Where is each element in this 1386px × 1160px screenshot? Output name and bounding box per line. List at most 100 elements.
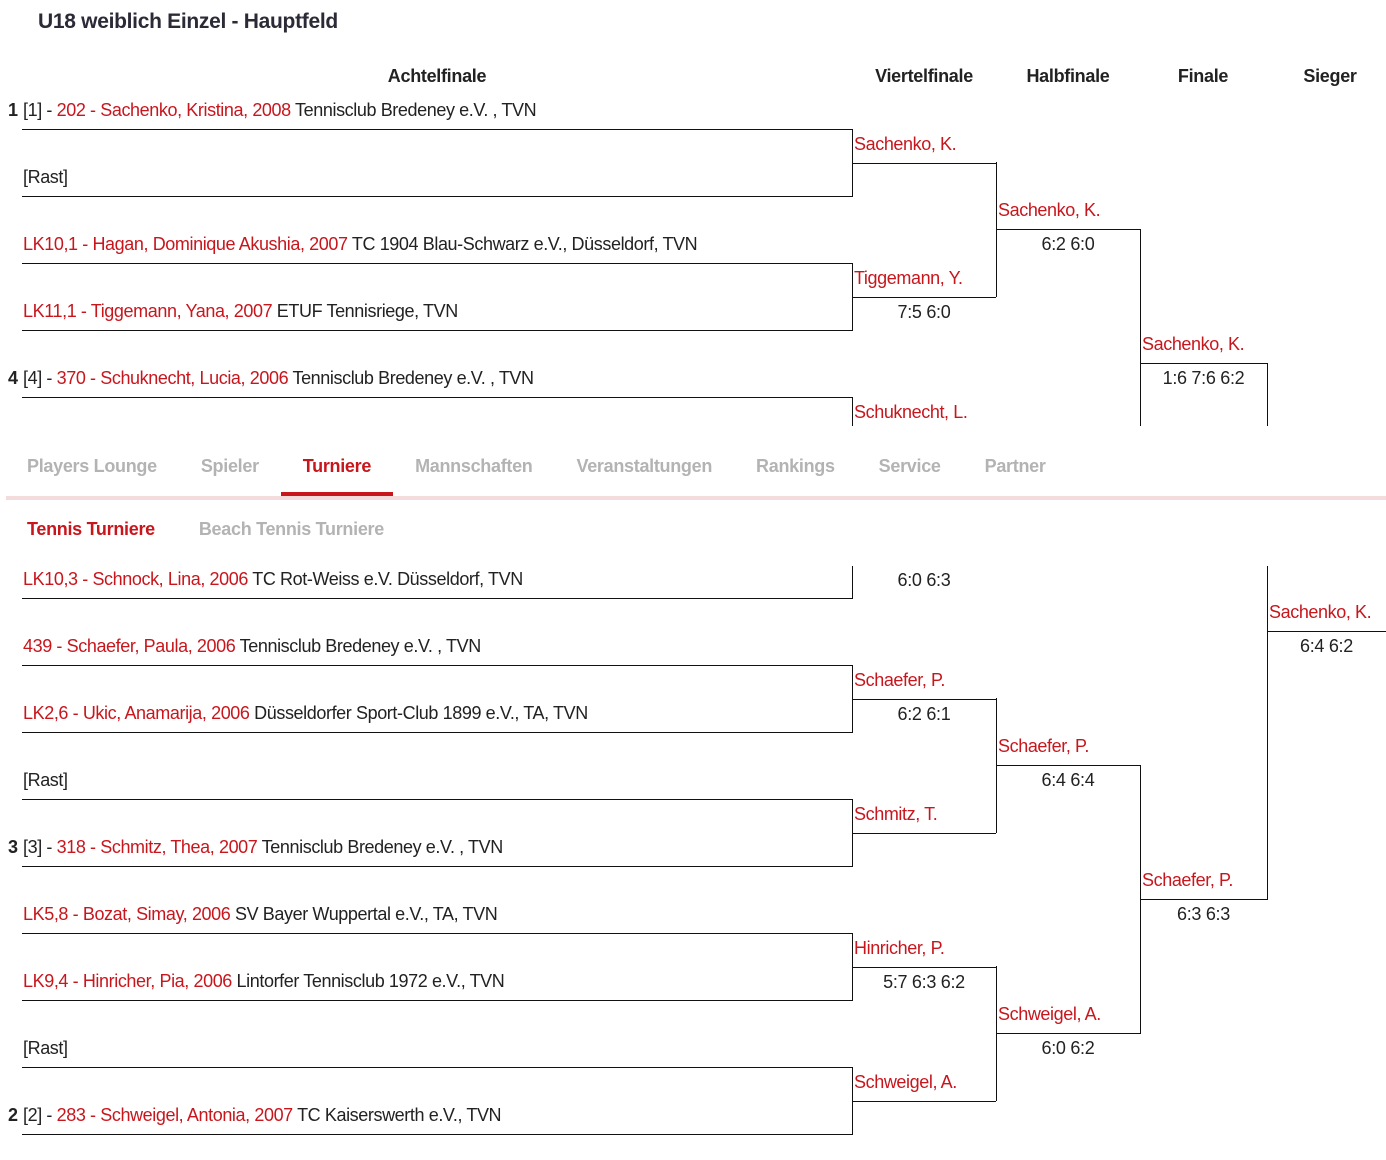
halbfinale-winner[interactable]: Schweigel, A.	[998, 1004, 1101, 1024]
nav-tab-spieler[interactable]: Spieler	[200, 456, 259, 476]
page-title: U18 weiblich Einzel - Hauptfeld	[38, 10, 338, 33]
sub-nav: Tennis Turniere Beach Tennis Turniere	[5, 519, 406, 540]
viertelfinale-winner[interactable]: Schweigel, A.	[854, 1071, 957, 1092]
winner-line	[996, 229, 1140, 230]
main-nav: Players Lounge Spieler Turniere Mannschafte…	[5, 452, 1068, 496]
player-line	[22, 129, 852, 130]
round-header-achtelfinale: Achtelfinale	[387, 66, 487, 86]
seed-label: [1] -	[23, 100, 57, 120]
seed-label: [2] -	[23, 1105, 57, 1125]
club-name: ETUF Tennisriege, TVN	[272, 301, 458, 321]
player-line	[22, 1067, 852, 1068]
player-entry[interactable]: [3] - 318 - Schmitz, Thea, 2007 Tenniscl…	[23, 837, 503, 858]
nav-tab-partner[interactable]: Partner	[984, 456, 1046, 476]
round-header-finale: Finale	[1177, 66, 1229, 86]
viertelfinale-winner[interactable]: Tiggemann, Y.	[854, 267, 963, 288]
player-name-link[interactable]: 283 - Schweigel, Antonia, 2007	[56, 1105, 294, 1125]
player-entry[interactable]: [4] - 370 - Schuknecht, Lucia, 2006 Tenn…	[23, 368, 534, 389]
player-entry[interactable]: [Rast]	[23, 167, 68, 188]
seed-label: [Rast]	[23, 167, 68, 187]
seed-number: 1	[8, 100, 19, 120]
seed-number: 4	[8, 368, 19, 388]
viertelfinale-winner[interactable]: Schaefer, P.	[854, 669, 945, 690]
winner-line	[852, 162, 996, 164]
finale-winner[interactable]: Sachenko, K.	[1142, 334, 1245, 354]
seed-label: [3] -	[23, 837, 57, 857]
round-header-viertelfinale: Viertelfinale	[875, 66, 973, 86]
club-name: TC 1904 Blau-Schwarz e.V., Düsseldorf, T…	[347, 234, 698, 254]
winner-line	[1267, 631, 1386, 632]
winner-line	[852, 966, 996, 968]
halbfinale-winner[interactable]: Sachenko, K.	[998, 200, 1101, 220]
club-name: TC Kaiserswerth e.V., TVN	[292, 1105, 502, 1125]
site-navigation: Players Lounge Spieler Turniere Mannschafte…	[0, 426, 1386, 566]
seed-label: [Rast]	[23, 1038, 68, 1058]
player-line	[22, 732, 852, 733]
round-header-halbfinale: Halbfinale	[1026, 66, 1110, 86]
nav-tab-service[interactable]: Service	[878, 456, 941, 476]
winner-line	[996, 765, 1140, 766]
sieger-winner[interactable]: Sachenko, K.	[1269, 602, 1372, 622]
finale-score: 6:3 6:3	[1177, 904, 1230, 924]
player-entry[interactable]: LK5,8 - Bozat, Simay, 2006 SV Bayer Wupp…	[23, 904, 498, 925]
seed-number: 2	[8, 1105, 19, 1125]
nav-tab-veranstaltungen[interactable]: Veranstaltungen	[576, 456, 713, 476]
viertelfinale-score: 5:7 6:3 6:2	[883, 971, 965, 992]
club-name: Lintorfer Tennisclub 1972 e.V., TVN	[231, 971, 505, 991]
player-line	[22, 196, 852, 197]
viertelfinale-winner[interactable]: Hinricher, P.	[854, 937, 945, 958]
club-name: Tennisclub Bredeney e.V. , TVN	[288, 368, 534, 388]
player-entry[interactable]: [1] - 202 - Sachenko, Kristina, 2008 Ten…	[23, 100, 537, 121]
nav-tab-mannschaften[interactable]: Mannschaften	[415, 456, 533, 476]
player-entry[interactable]: [2] - 283 - Schweigel, Antonia, 2007 TC …	[23, 1105, 502, 1126]
player-name-link[interactable]: LK11,1 - Tiggemann, Yana, 2007	[23, 301, 273, 321]
player-entry[interactable]: 439 - Schaefer, Paula, 2006 Tennisclub B…	[23, 636, 481, 657]
player-entry[interactable]: LK9,4 - Hinricher, Pia, 2006 Lintorfer T…	[23, 971, 505, 992]
viertelfinale-score: 7:5 6:0	[897, 301, 951, 322]
winner-line	[852, 296, 996, 298]
player-line	[22, 1134, 852, 1135]
seed-label: [4] -	[23, 368, 57, 388]
player-name-link[interactable]: 439 - Schaefer, Paula, 2006	[23, 636, 236, 656]
player-name-link[interactable]: LK10,1 - Hagan, Dominique Akushia, 2007	[23, 234, 348, 254]
player-line	[22, 933, 852, 934]
round-header-sieger: Sieger	[1303, 66, 1357, 86]
player-entry[interactable]: LK10,3 - Schnock, Lina, 2006 TC Rot-Weis…	[23, 569, 523, 590]
viertelfinale-winner[interactable]: Schmitz, T.	[854, 803, 938, 824]
nav-tab-rankings[interactable]: Rankings	[756, 456, 835, 476]
winner-line	[996, 1033, 1140, 1034]
player-name-link[interactable]: LK2,6 - Ukic, Anamarija, 2006	[23, 703, 250, 723]
player-line	[22, 1000, 852, 1001]
seed-label: [Rast]	[23, 770, 68, 790]
club-name: Tennisclub Bredeney e.V. , TVN	[290, 100, 537, 120]
player-name-link[interactable]: 202 - Sachenko, Kristina, 2008	[56, 100, 292, 120]
player-entry[interactable]: LK2,6 - Ukic, Anamarija, 2006 Düsseldorf…	[23, 703, 588, 724]
subnav-tab-tennis-turniere[interactable]: Tennis Turniere	[27, 519, 155, 539]
player-name-link[interactable]: 370 - Schuknecht, Lucia, 2006	[56, 368, 289, 388]
player-entry[interactable]: [Rast]	[23, 1038, 68, 1059]
player-name-link[interactable]: LK5,8 - Bozat, Simay, 2006	[23, 904, 231, 924]
viertelfinale-score: 6:0 6:3	[897, 569, 951, 590]
halbfinale-score: 6:2 6:0	[1041, 234, 1095, 254]
club-name: Tennisclub Bredeney e.V. , TVN	[235, 636, 482, 656]
player-entry[interactable]: [Rast]	[23, 770, 68, 791]
nav-tab-players-lounge[interactable]: Players Lounge	[27, 456, 157, 476]
nav-divider	[6, 496, 1386, 500]
player-line	[22, 263, 852, 264]
finale-winner[interactable]: Schaefer, P.	[1142, 870, 1233, 890]
winner-line	[852, 1100, 996, 1102]
club-name: TC Rot-Weiss e.V. Düsseldorf, TVN	[247, 569, 523, 589]
player-name-link[interactable]: LK9,4 - Hinricher, Pia, 2006	[23, 971, 232, 991]
player-name-link[interactable]: 318 - Schmitz, Thea, 2007	[56, 837, 258, 857]
club-name: SV Bayer Wuppertal e.V., TA, TVN	[230, 904, 498, 924]
viertelfinale-winner[interactable]: Sachenko, K.	[854, 133, 957, 154]
halbfinale-winner[interactable]: Schaefer, P.	[998, 736, 1089, 756]
nav-tab-turniere[interactable]: Turniere	[280, 452, 394, 496]
player-name-link[interactable]: LK10,3 - Schnock, Lina, 2006	[23, 569, 248, 589]
viertelfinale-winner[interactable]: Schuknecht, L.	[854, 401, 968, 422]
player-entry[interactable]: LK11,1 - Tiggemann, Yana, 2007 ETUF Tenn…	[23, 301, 458, 322]
halbfinale-score: 6:4 6:4	[1041, 770, 1095, 790]
player-line	[22, 397, 852, 398]
player-entry[interactable]: LK10,1 - Hagan, Dominique Akushia, 2007 …	[23, 234, 698, 255]
subnav-tab-beach-tennis-turniere[interactable]: Beach Tennis Turniere	[198, 519, 384, 539]
